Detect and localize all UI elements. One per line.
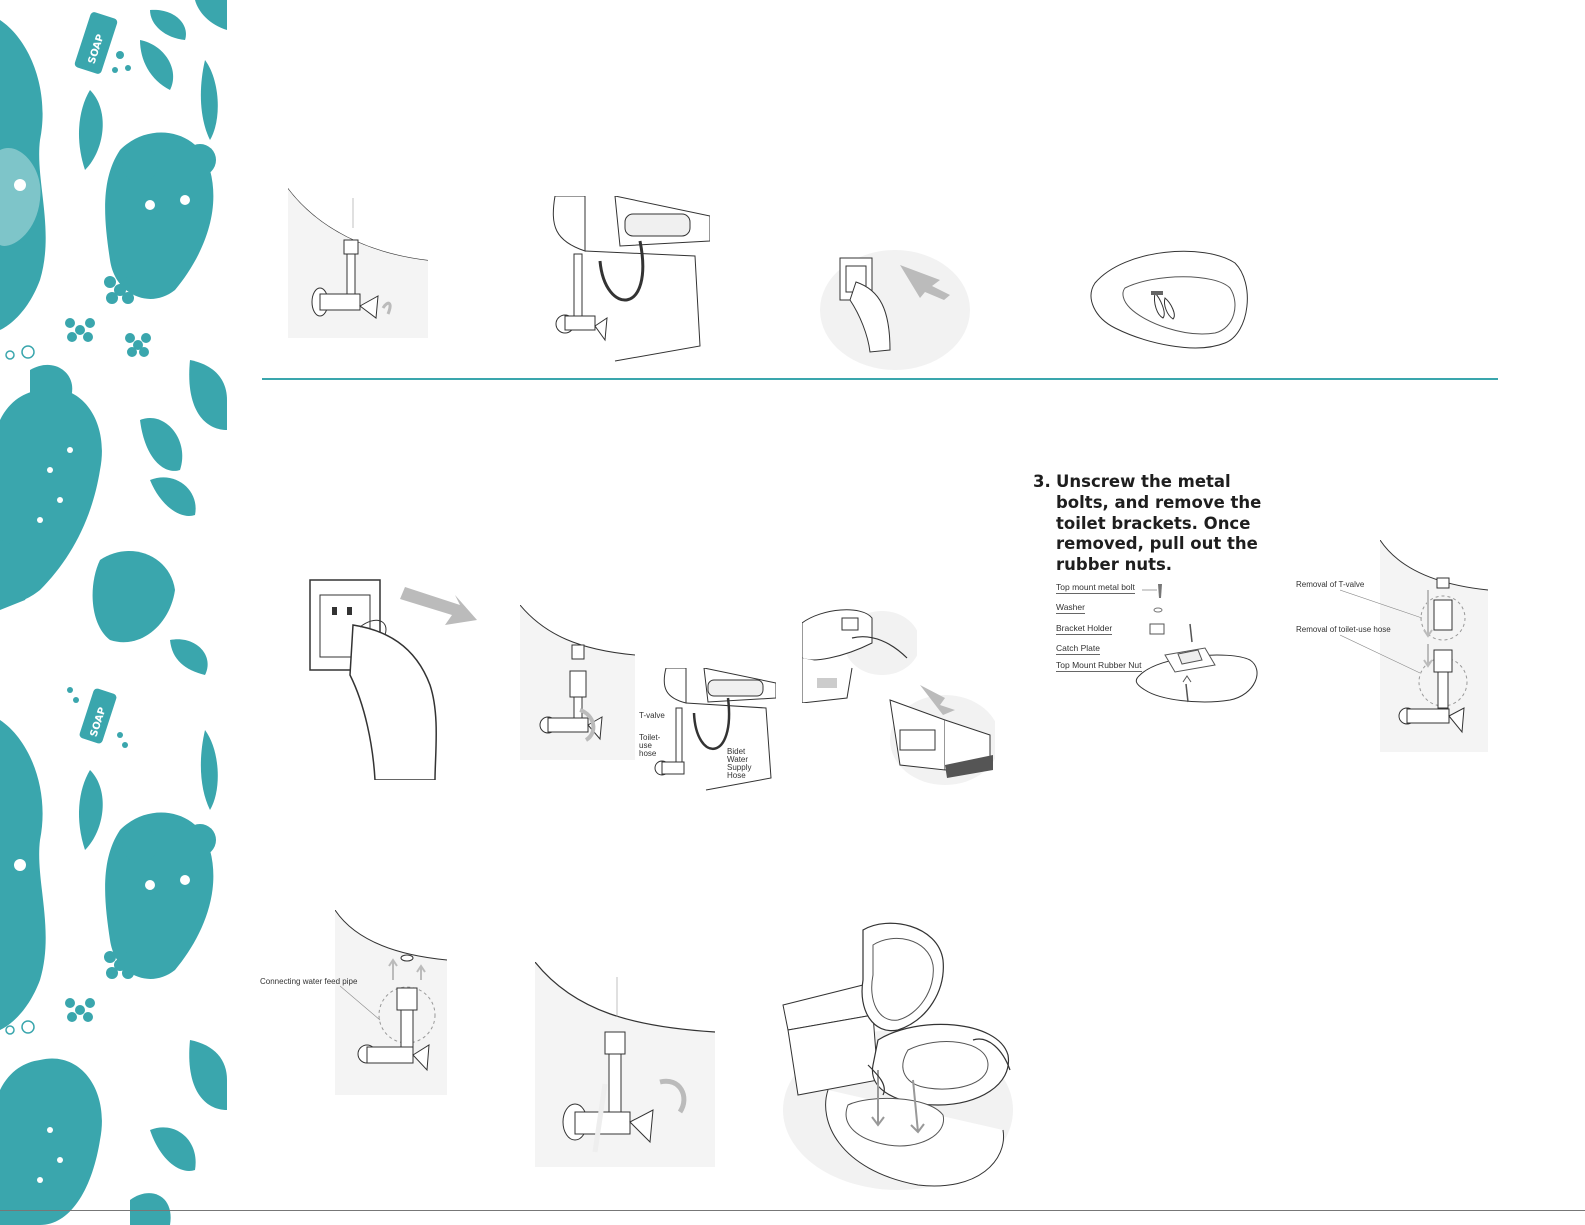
connect-feed-pipe-label: Connecting water feed pipe	[260, 977, 358, 986]
part-label-bracket-holder: Bracket Holder	[1056, 623, 1113, 635]
platypus-shape	[0, 20, 46, 330]
tvalve-removal-drawing	[1380, 540, 1488, 752]
water-valve-illustration	[288, 188, 428, 338]
bidet-seat-illustration	[1085, 243, 1250, 355]
page-bottom-rule	[0, 1210, 1585, 1211]
part-label-catch-plate: Catch Plate	[1056, 643, 1100, 655]
part-label-rubber-nut: Top Mount Rubber Nut	[1056, 660, 1142, 672]
removal-tvalve-label: Removal of T-valve	[1296, 580, 1365, 589]
bracket-parts-illustration	[1120, 580, 1260, 710]
leaf-shape	[78, 90, 103, 170]
connect-feed-pipe-illustration	[335, 910, 447, 1095]
open-valve-illustration	[535, 962, 715, 1167]
flower-shape	[104, 276, 136, 304]
connect-leader-line	[340, 985, 381, 1021]
install-seat-on-toilet-drawing	[782, 922, 1013, 1190]
toilet-hose-label: Toilet-use hose	[639, 733, 661, 758]
seat-base-drawing	[889, 685, 995, 785]
part-label-bolt: Top mount metal bolt	[1056, 582, 1135, 594]
shutoff-valve-drawing	[288, 188, 428, 338]
plug-in-illustration	[820, 240, 970, 370]
hose-connection-illustration	[636, 668, 776, 793]
unplug-from-outlet-drawing	[309, 579, 477, 780]
removal-hose-label: Removal of toilet-use hose	[1296, 625, 1391, 634]
tvalve-install-illustration	[520, 605, 635, 760]
seat-base-illustration	[885, 680, 995, 790]
step-text: Unscrew the metal bolts, and remove the …	[1056, 472, 1262, 575]
fern-shape	[92, 551, 175, 643]
tvalve-valve-drawing	[520, 605, 635, 760]
toilet-side-hose-drawing	[552, 196, 710, 362]
step-3-instruction: 3. Unscrew the metal bolts, and remove t…	[1033, 472, 1273, 576]
bidet-hose-label: Bidet Water Supply Hose	[727, 747, 752, 780]
step-number: 3.	[1033, 472, 1051, 491]
quoll-shape	[0, 388, 102, 603]
bidet-seat-top-drawing	[1090, 250, 1248, 349]
feather-shape	[200, 60, 218, 140]
decorative-sidebar: SOAP SOAP	[0, 0, 227, 1225]
plug-into-outlet-drawing	[820, 250, 970, 370]
hose-connection-drawing	[654, 668, 776, 791]
remove-seat-illustration	[802, 603, 917, 703]
part-label-washer: Washer	[1056, 602, 1085, 614]
bidet-hose-illustration	[545, 196, 710, 364]
bracket-parts-drawing	[1135, 584, 1258, 703]
tvalve-removal-illustration	[1380, 540, 1488, 752]
connect-feed-pipe-drawing	[335, 910, 447, 1095]
animal-pattern-illustration: SOAP SOAP	[0, 0, 227, 1225]
open-valve-drawing	[535, 962, 715, 1167]
remove-seat-drawing	[802, 609, 917, 703]
tvalve-label: T-valve	[639, 711, 665, 720]
unplug-illustration	[305, 575, 485, 780]
section-divider	[262, 378, 1498, 380]
install-seat-illustration	[778, 920, 1018, 1195]
removal-leader-lines	[1340, 589, 1423, 674]
